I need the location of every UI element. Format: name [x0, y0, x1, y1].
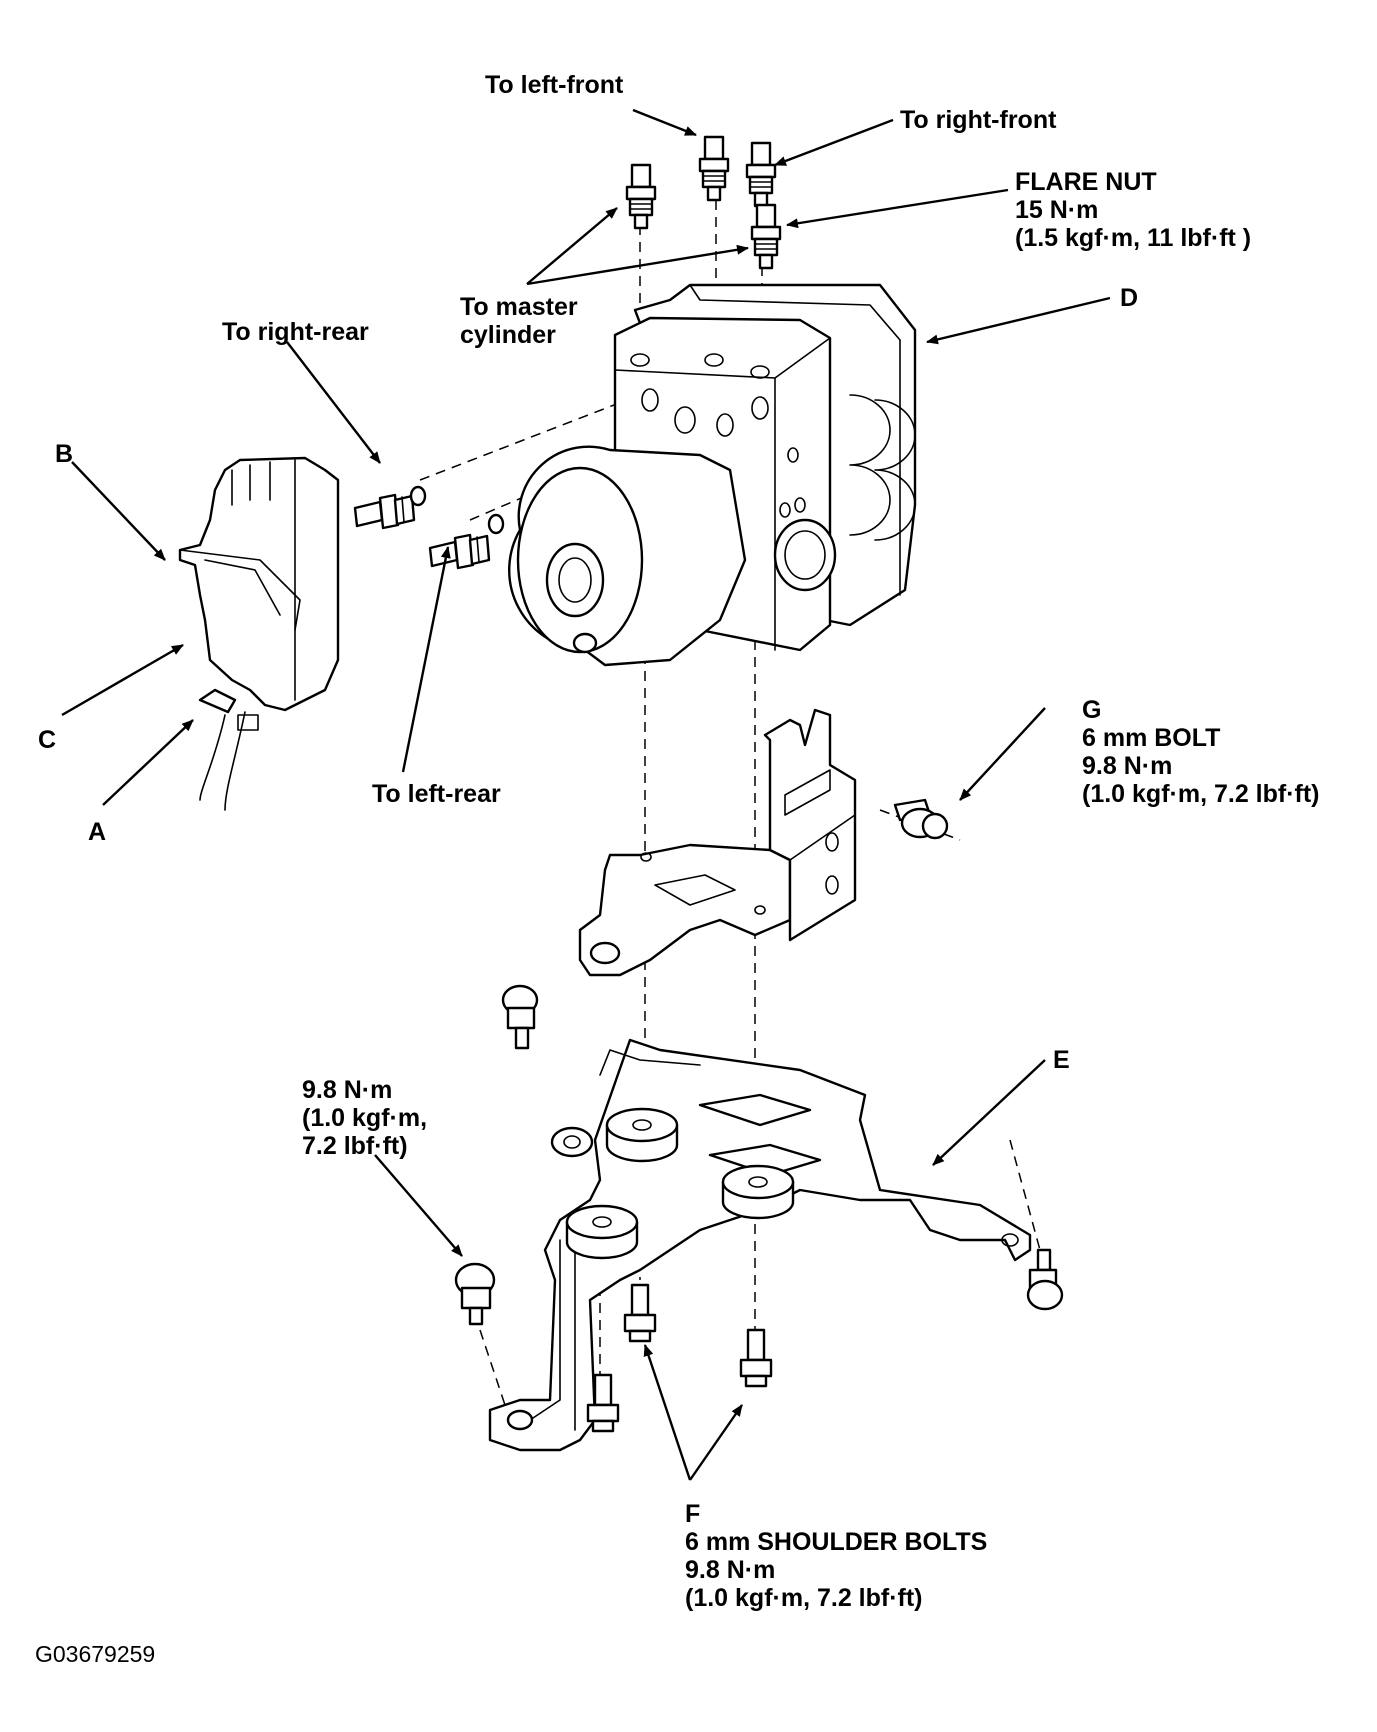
label-g-torque: 9.8 N·m	[1082, 752, 1172, 780]
label-to-right-rear: To right-rear	[222, 318, 369, 346]
label-bolt-torque-kgf: (1.0 kgf·m,	[302, 1104, 427, 1132]
flare-nut	[353, 485, 427, 530]
label-flare-nut-units: (1.5 kgf·m, 11 lbf·ft )	[1015, 224, 1251, 252]
modulator-unit	[508, 283, 917, 667]
flare-nut	[750, 203, 782, 270]
label-to-left-rear: To left-rear	[372, 780, 501, 808]
flare-nut	[745, 141, 777, 208]
grommet	[565, 1204, 639, 1260]
callout-d: D	[1120, 284, 1138, 312]
callout-a: A	[88, 818, 106, 846]
flare-nut	[625, 163, 657, 230]
bolt-g	[893, 798, 949, 840]
grommet	[721, 1164, 795, 1220]
shoulder-bolt	[623, 1283, 657, 1343]
label-shoulder-units: (1.0 kgf·m, 7.2 lbf·ft)	[685, 1584, 923, 1612]
label-g-units: (1.0 kgf·m, 7.2 lbf·ft)	[1082, 780, 1320, 808]
label-flare-nut: FLARE NUT	[1015, 168, 1157, 196]
label-to-right-front: To right-front	[900, 106, 1057, 134]
bolt	[501, 984, 539, 1050]
figure-code: G03679259	[35, 1641, 155, 1667]
label-bolt-torque-lbf: 7.2 lbf·ft)	[302, 1132, 408, 1160]
label-shoulder-torque: 9.8 N·m	[685, 1556, 775, 1584]
grommet	[605, 1107, 679, 1163]
label-flare-nut-torque: 15 N·m	[1015, 196, 1098, 224]
upper-bracket	[578, 708, 857, 977]
callout-e: E	[1053, 1046, 1070, 1074]
flare-nut	[698, 135, 730, 202]
shoulder-bolt	[586, 1373, 620, 1433]
shoulder-bolt	[739, 1328, 773, 1388]
label-cylinder: cylinder	[460, 321, 556, 349]
label-g-bolt: 6 mm BOLT	[1082, 724, 1220, 752]
callout-b: B	[55, 440, 73, 468]
callout-c: C	[38, 726, 56, 754]
label-shoulder-bolts: 6 mm SHOULDER BOLTS	[685, 1528, 987, 1556]
annotation-labels: To left-front To right-front FLARE NUT 1…	[35, 71, 1320, 1667]
leader-lines	[61, 108, 1111, 1481]
bolt	[454, 1262, 496, 1326]
label-to-master: To master	[460, 293, 578, 321]
callout-f: F	[685, 1500, 700, 1528]
flare-nut	[428, 513, 505, 570]
bolt	[1026, 1248, 1064, 1311]
connector-assembly	[178, 456, 340, 811]
lower-bracket	[488, 1038, 1032, 1452]
callout-g: G	[1082, 696, 1101, 724]
label-to-left-front: To left-front	[485, 71, 624, 99]
label-bolt-torque: 9.8 N·m	[302, 1076, 392, 1104]
